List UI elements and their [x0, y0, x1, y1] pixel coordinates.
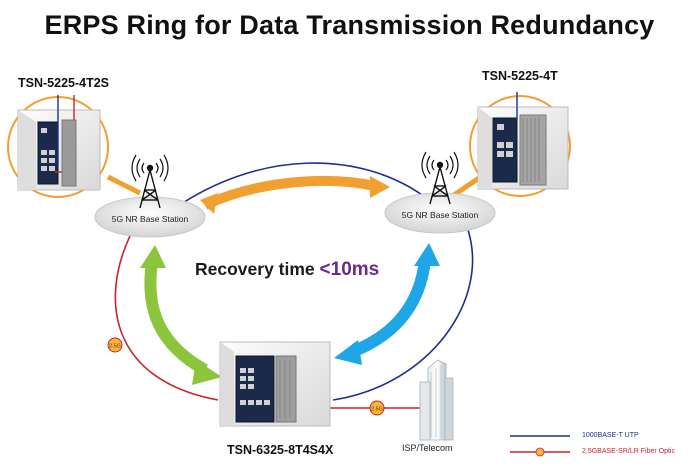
- badge-bottom-2.5g: 2.5G: [369, 400, 385, 416]
- device-right-label: TSN-5225-4T: [482, 69, 558, 83]
- link-right-device: [452, 173, 484, 198]
- device-bottom-enclosure: [219, 341, 331, 427]
- legend-utp-text: 1000BASE-T UTP: [582, 432, 639, 439]
- orange-redundancy-arrow: [200, 175, 390, 214]
- device-bottom-label: TSN-6325-8T4S4X: [227, 443, 334, 457]
- tower-right-icon: [421, 151, 459, 205]
- badge-left-2.5g: 2.5G: [107, 337, 123, 353]
- device-left-enclosure: [7, 95, 109, 198]
- blue-redundancy-arrow: [334, 243, 440, 365]
- utp-link-right: [332, 229, 474, 401]
- legend-fiber-text: 2.5GBASE-SR/LR Fiber Optic: [582, 448, 675, 455]
- link-left-device: [106, 174, 142, 196]
- utp-link-top: [174, 162, 426, 209]
- station-right-label: 5G NR Base Station: [401, 210, 479, 220]
- green-redundancy-arrow: [140, 245, 222, 385]
- station-left-label: 5G NR Base Station: [111, 214, 189, 224]
- legend-fiber-badge-icon: [535, 447, 545, 457]
- base-station-left-disc: [94, 196, 206, 238]
- recovery-value: <10ms: [319, 259, 380, 280]
- page-title: ERPS Ring for Data Transmission Redundan…: [44, 10, 655, 40]
- device-right-enclosure: [469, 92, 571, 197]
- badge-left-text: 2.5G: [109, 344, 121, 350]
- recovery-label: Recovery time: [195, 259, 315, 279]
- isp-label: ISP/Telecom: [402, 443, 453, 453]
- base-station-right-disc: [384, 192, 496, 234]
- device-left-label: TSN-5225-4T2S: [18, 76, 110, 90]
- fiber-link-left: [114, 235, 219, 401]
- badge-bottom-text: 2.5G: [371, 407, 383, 413]
- recovery-time: Recovery time <10ms: [195, 259, 379, 281]
- isp-building-icon: [419, 359, 454, 441]
- tower-left-icon: [131, 154, 169, 209]
